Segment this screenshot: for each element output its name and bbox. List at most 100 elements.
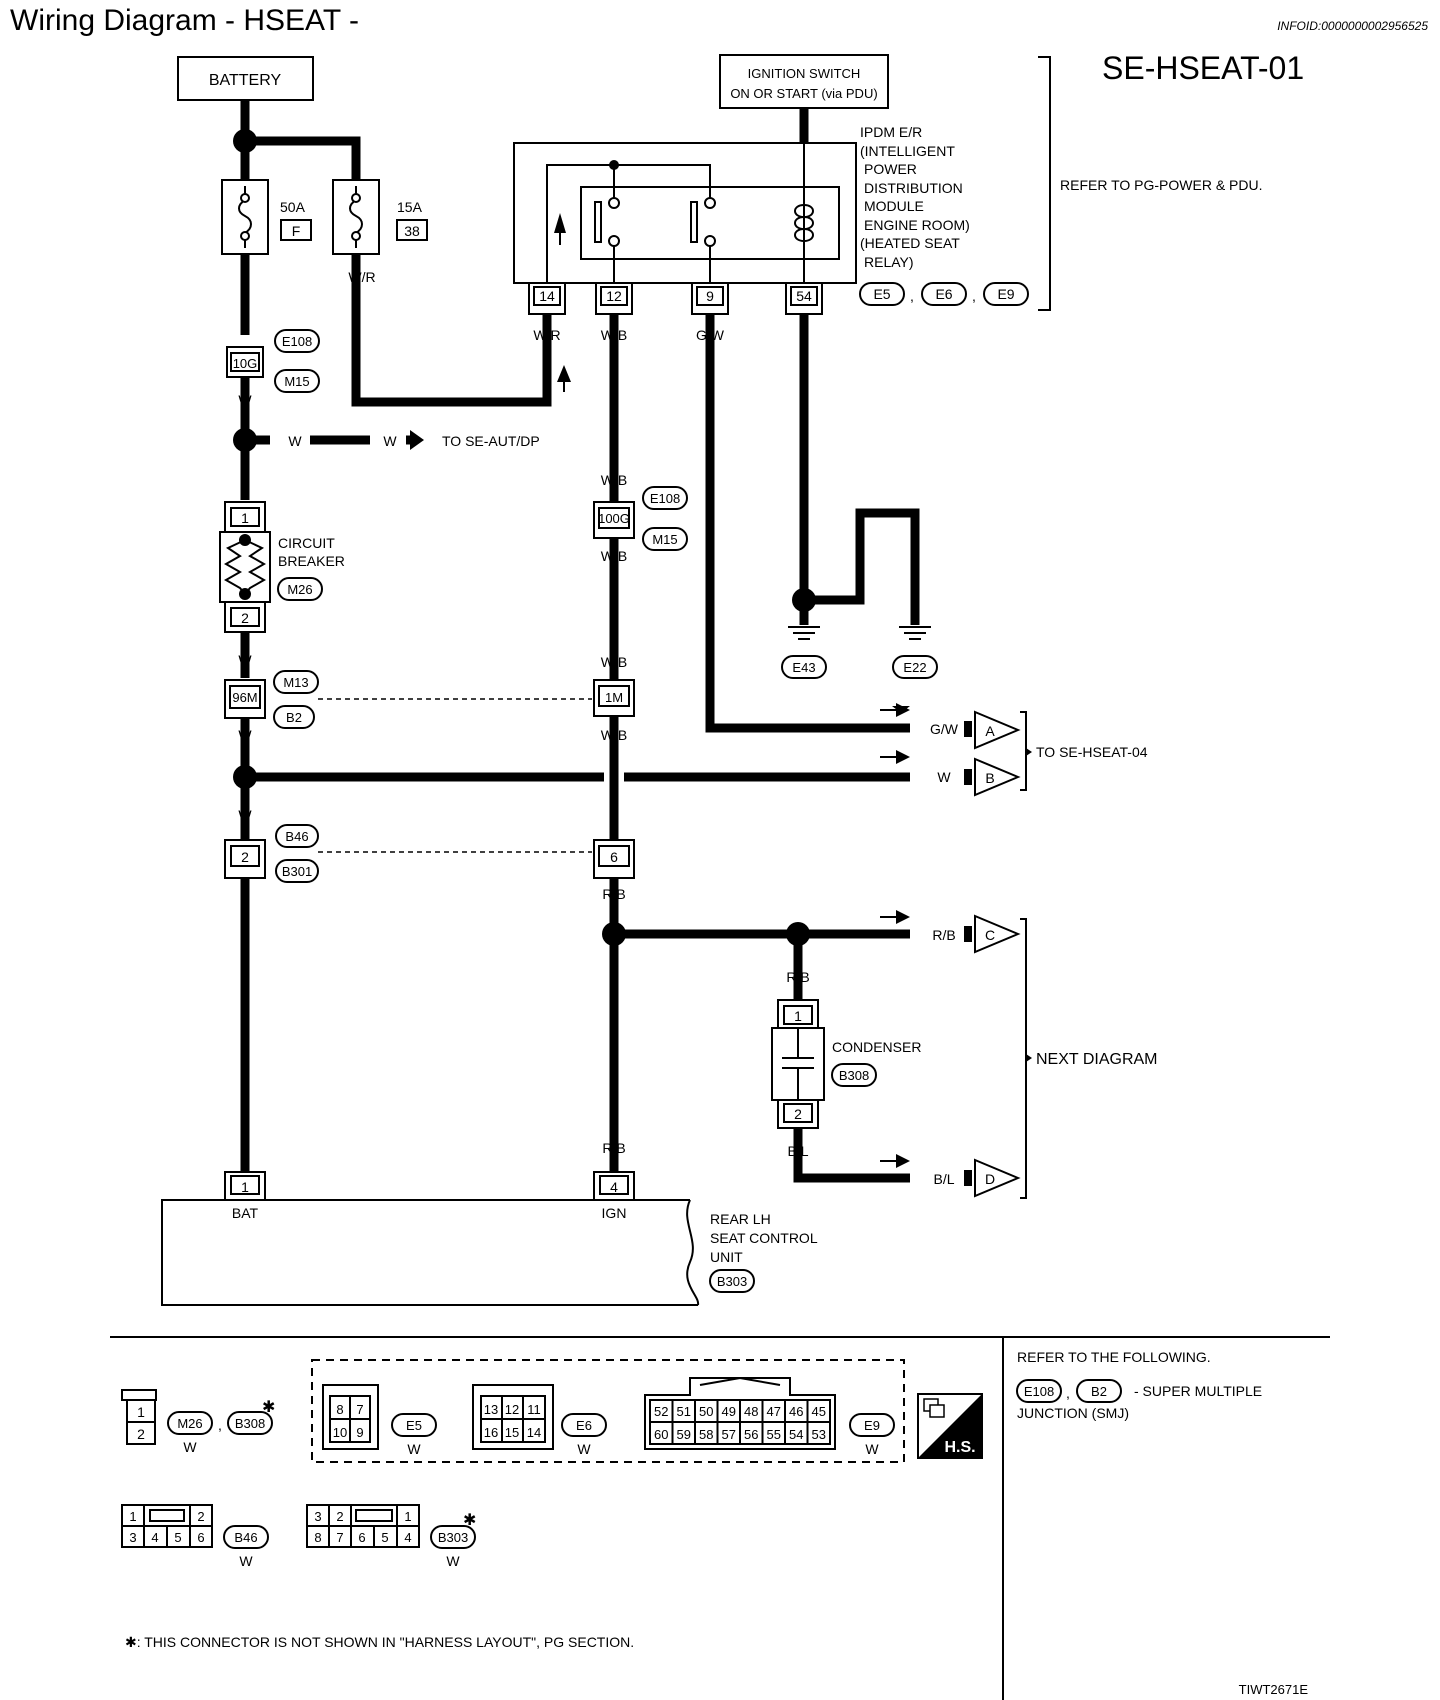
rb-label-bg [922,924,966,944]
e5-face [322,1384,379,1450]
legend-m26-color: W [183,1439,197,1455]
b303-pin-4: 4 [404,1530,411,1545]
b303-pin-3: 3 [314,1509,321,1524]
connector-b301-pill [275,859,319,883]
terminal-c-stub [964,926,972,942]
footnote: ✱: THIS CONNECTOR IS NOT SHOWN IN "HARNE… [125,1634,634,1650]
e5-pin-8: 8 [336,1402,343,1417]
legend-m26-label: M26 [177,1416,202,1431]
terminal-b-label: B [985,770,994,786]
ipdm-pin-9-label: 9 [706,288,714,304]
ground-e22-symbol [899,626,931,640]
terminal-d-label: D [985,1171,995,1187]
cb-label-2: BREAKER [278,553,345,569]
ipdm-wire-12: W/B [601,327,627,343]
b46-pin-1: 1 [129,1509,136,1524]
ipdm-line-3: POWER [864,161,917,177]
e9-pin-56: 56 [744,1427,758,1442]
legend-smj-2: JUNCTION (SMJ) [1017,1405,1129,1421]
legend-refer-title: REFER TO THE FOLLOWING. [1017,1349,1211,1365]
e6-pin-15: 15 [505,1425,519,1440]
e6-pin-13: 13 [484,1402,498,1417]
to-aut-wire-w-2: W [383,433,397,449]
condenser [771,999,825,1129]
connector-b308-pill [831,1063,877,1087]
gw-label-bg [922,719,966,739]
cb-pin-1: 1 [241,510,249,526]
legend-b308-label: B308 [235,1416,265,1431]
legend-e9-pill [849,1413,895,1437]
ipdm-pin-54-label: 54 [796,288,812,304]
seat-unit-label-3: UNIT [710,1249,743,1265]
m26-face-pin-2: 2 [137,1426,145,1442]
wire-color-w-3: W [238,727,252,743]
legend-e6-pill [561,1413,607,1437]
ground-e22-label: E22 [903,660,926,675]
wire-color-b-2: B [855,549,864,565]
comma-2: , [972,288,976,304]
fuse-15a [332,179,380,255]
terminal-a-stub [964,721,972,737]
e5-pin-9: 9 [356,1425,363,1440]
e9-pin-47: 47 [767,1404,781,1419]
connector-b303-label: B303 [717,1274,747,1289]
b303-pin-1: 1 [404,1509,411,1524]
b303-face [306,1504,420,1548]
legend-b46-label: B46 [234,1530,257,1545]
b303-pin-8: 8 [314,1530,321,1545]
ipdm-line-7: (HEATED SEAT [860,235,960,251]
diagram-code: SE-HSEAT-01 [1102,50,1304,86]
connector-b303-pill [709,1269,755,1293]
connector-b46-pin2 [224,839,266,879]
ignition-switch-box [719,54,889,109]
connector-10g-label: 10G [233,356,258,371]
gw-flow-arrow-2 [896,703,910,717]
connector-m13-pill [273,670,319,694]
to-aut-label-bg-2 [370,429,406,451]
legend-e5-pill [391,1413,437,1437]
b303-pin-5: 5 [381,1530,388,1545]
wire-color-rb-2: R/B [602,1140,625,1156]
ignition-label-1: IGNITION SWITCH [748,66,861,81]
page-title: Wiring Diagram - HSEAT - [10,4,359,37]
ipdm-pin-9 [691,282,729,315]
connector-m13-label: M13 [283,675,308,690]
legend-b2-label: B2 [1091,1384,1107,1399]
refer-bracket [1038,56,1051,311]
ipdm-label: IPDM E/R (INTELLIGENT POWER DISTRIBUTION… [860,124,970,270]
b46-face [121,1504,213,1548]
connector-100g [593,501,635,539]
m26-b308-face [121,1389,157,1445]
e9-pin-58: 58 [699,1427,713,1442]
seat-unit-label-1: REAR LH [710,1211,771,1227]
connector-e108-pill-2 [642,486,688,510]
legend-m26-pill [167,1411,213,1435]
connector-m15-pill-1 [274,369,320,393]
wire-color-w-1: W [238,392,252,408]
e9-pin-45: 45 [812,1404,826,1419]
wire-color-w-4: W [238,807,252,823]
b46-pin-5: 5 [174,1530,181,1545]
ipdm-wire-54: B [799,327,808,343]
wire-color-rb-3: R/B [786,969,809,985]
legend-e5-label: E5 [406,1418,422,1433]
connector-e9-label: E9 [997,286,1014,302]
connector-e5-label: E5 [873,286,890,302]
wire-color-w-2: W [238,652,252,668]
e9-pin-51: 51 [677,1404,691,1419]
w-flow-arrow [896,750,910,764]
wire-color-r-1: R [240,269,250,285]
e9-pin-54: 54 [789,1427,803,1442]
terminal-a-wire: G/W [930,721,959,737]
bracket-next [1020,918,1027,1199]
b303-pin-6: 6 [358,1530,365,1545]
condenser-pin-1: 1 [794,1008,802,1024]
w-label-bg [926,767,962,787]
wire-color-rb-1: R/B [602,886,625,902]
wire-wr [351,254,552,407]
ipdm-pin-12 [595,282,633,315]
hs-badge-label: H.S. [944,1439,975,1456]
ground-e43-label: E43 [792,660,815,675]
connector-e6-pill [921,282,967,306]
connector-m26-label: M26 [287,582,312,597]
